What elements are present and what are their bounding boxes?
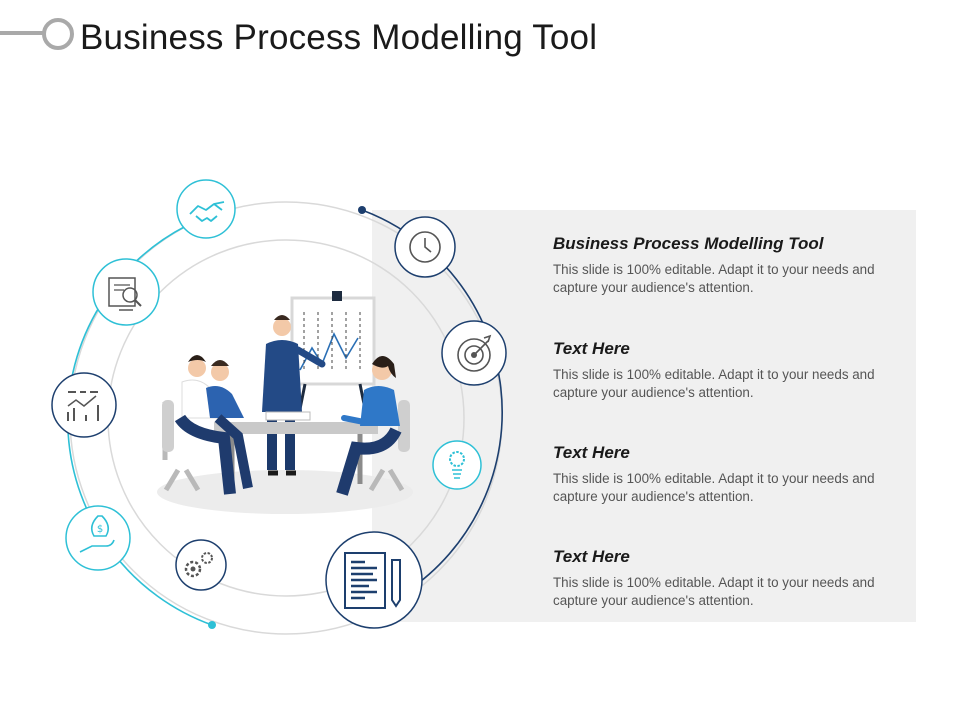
business-meeting-illustration <box>157 291 413 514</box>
money-bag-hand-icon: $ <box>65 505 131 571</box>
text-item-1: Business Process Modelling Tool This sli… <box>553 234 903 297</box>
text-item-heading: Text Here <box>553 443 630 462</box>
text-item-2: Text Here This slide is 100% editable. A… <box>553 339 903 402</box>
title-ornament-line <box>0 31 44 35</box>
clock-icon <box>394 216 456 278</box>
text-item-3: Text Here This slide is 100% editable. A… <box>553 443 903 506</box>
text-item-heading: Business Process Modelling Tool <box>553 234 824 253</box>
settings-bulb-icon <box>432 440 482 490</box>
text-item-body: This slide is 100% editable. Adapt it to… <box>553 367 875 400</box>
text-item-body: This slide is 100% editable. Adapt it to… <box>553 575 875 608</box>
text-item-heading: Text Here <box>553 339 630 358</box>
dark-arc-dot <box>358 206 366 214</box>
target-icon <box>441 320 507 386</box>
document-search-icon <box>92 258 160 326</box>
text-item-4: Text Here This slide is 100% editable. A… <box>553 547 903 610</box>
text-item-body: This slide is 100% editable. Adapt it to… <box>553 262 875 295</box>
text-panel <box>372 210 916 622</box>
analytics-chart-icon <box>51 372 117 438</box>
svg-text:$: $ <box>97 524 103 535</box>
handshake-icon <box>176 179 236 239</box>
text-item-heading: Text Here <box>553 547 630 566</box>
gears-icon <box>175 539 227 591</box>
title-ornament-circle <box>42 18 74 50</box>
light-arc-dot <box>208 621 216 629</box>
text-item-body: This slide is 100% editable. Adapt it to… <box>553 471 875 504</box>
document-pen-icon <box>325 531 423 629</box>
page-title: Business Process Modelling Tool <box>80 18 598 57</box>
